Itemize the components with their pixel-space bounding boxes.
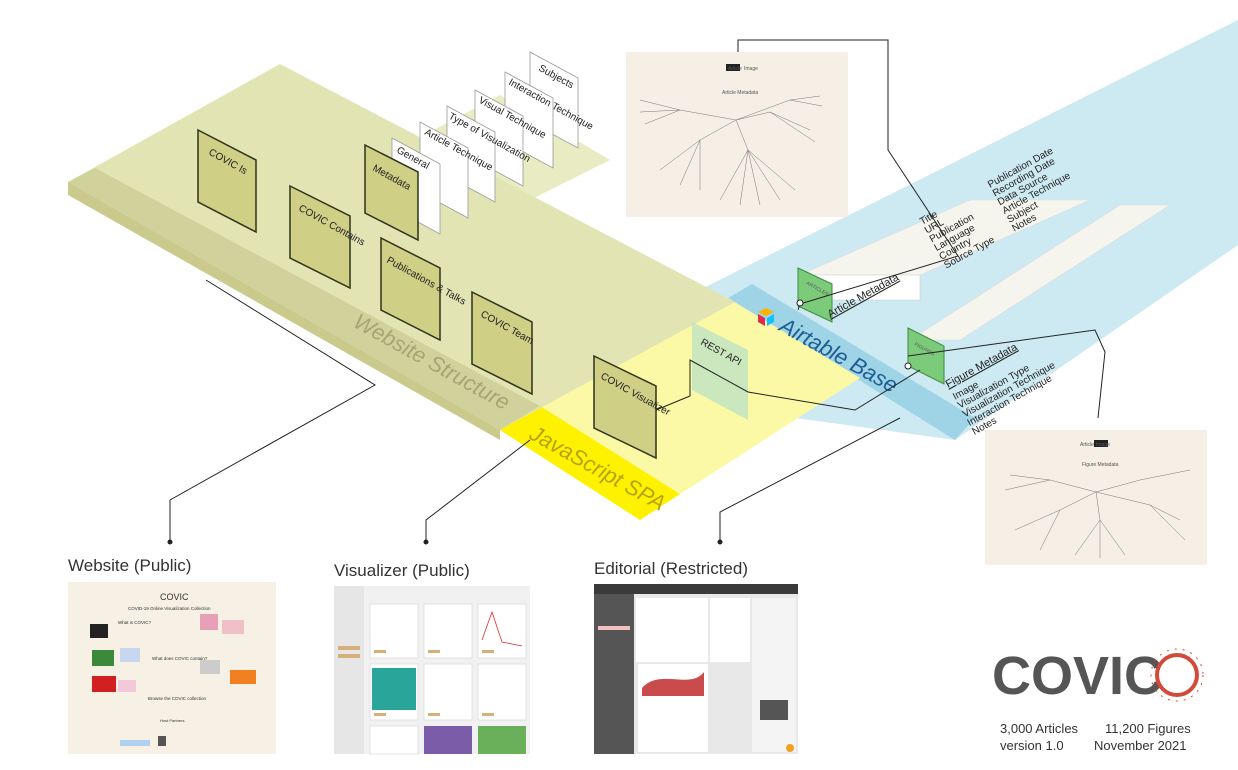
svg-text:Image: Image	[744, 66, 758, 72]
covic-logo-text: COVIC	[992, 646, 1163, 706]
website-screenshot: COVIC COVID-19 Online Visualization Coll…	[68, 582, 276, 754]
metadata-box: Metadata	[364, 143, 419, 242]
svg-text:Figure Metadata: Figure Metadata	[1082, 462, 1119, 468]
figures-count: 11,200 Figures	[1105, 721, 1191, 736]
box-covic-is: COVIC Is	[197, 128, 257, 234]
svg-text:Image: Image	[1096, 442, 1110, 448]
article-table: ARTICLES Article Metadata	[797, 199, 1091, 323]
connector-editorial	[719, 417, 901, 540]
svg-text:What does COVIC contain?: What does COVIC contain?	[152, 656, 208, 661]
airtable-base-band	[728, 284, 975, 440]
connectors	[169, 39, 1106, 540]
release-date: November 2021	[1094, 738, 1187, 753]
connector-node	[796, 299, 804, 307]
covic-logo: COVIC	[992, 646, 1204, 706]
virus-icon	[1155, 653, 1199, 697]
articles-count: 3,000 Articles	[1000, 721, 1079, 736]
connector-end	[167, 539, 173, 545]
svg-text:Browse the COVIC collection: Browse the COVIC collection	[148, 696, 207, 701]
website-logo: COVIC	[160, 592, 189, 602]
svg-text:What is COVIC?: What is COVIC?	[118, 620, 152, 625]
connector-website	[169, 279, 376, 540]
connector-end	[423, 539, 429, 545]
figure-tree-panel: Article Image Figure Metadata	[985, 430, 1207, 565]
connector-visualizer	[425, 439, 531, 540]
connector-end	[717, 539, 723, 545]
airtable-icon	[758, 308, 774, 326]
svg-text:Article Metadata: Article Metadata	[722, 90, 758, 96]
website-heading: COVID-19 Online Visualization Collection	[128, 606, 211, 611]
article-tree-panel: Article Image Article Metadata	[626, 52, 848, 217]
editorial-screenshot	[594, 584, 798, 754]
connector-figure-tree	[907, 329, 1106, 419]
rest-api-plane: REST API	[692, 322, 748, 420]
spa-band	[500, 406, 680, 520]
connector-node	[904, 362, 912, 370]
version-label: version 1.0	[1000, 738, 1064, 753]
website-band	[68, 168, 540, 430]
website-lower	[68, 182, 500, 440]
connector-api	[655, 359, 921, 411]
connector-article-tree	[737, 39, 959, 305]
svg-text:Host Partners: Host Partners	[160, 718, 184, 723]
svg-text:Article: Article	[728, 66, 742, 72]
editorial-caption: Editorial (Restricted)	[594, 559, 748, 578]
visualizer-caption: Visualizer (Public)	[334, 561, 470, 580]
metadata-stack: Subjects Interaction Technique Visual Te…	[364, 51, 595, 242]
website-caption: Website (Public)	[68, 556, 191, 575]
visualizer-screenshot	[334, 586, 530, 755]
svg-text:Article: Article	[1080, 442, 1094, 448]
